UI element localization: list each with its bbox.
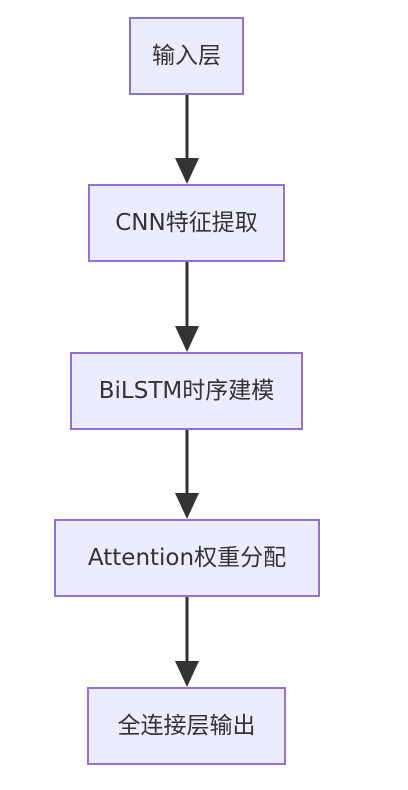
node-label: Attention权重分配	[87, 544, 287, 571]
arrowhead-icon	[175, 661, 199, 687]
node-cnn-feature-extraction: CNN特征提取	[88, 184, 285, 262]
arrowhead-icon	[175, 326, 199, 352]
arrowhead-icon	[175, 158, 199, 184]
node-input-layer: 输入层	[129, 17, 244, 95]
node-attention-weighting: Attention权重分配	[54, 519, 320, 597]
node-bilstm-temporal-modeling: BiLSTM时序建模	[70, 352, 303, 430]
node-label: 输入层	[152, 42, 221, 69]
node-label: 全连接层输出	[117, 712, 256, 739]
arrowhead-icon	[175, 493, 199, 519]
node-label: CNN特征提取	[115, 209, 258, 236]
node-fully-connected-output: 全连接层输出	[87, 687, 286, 765]
node-label: BiLSTM时序建模	[98, 377, 275, 404]
